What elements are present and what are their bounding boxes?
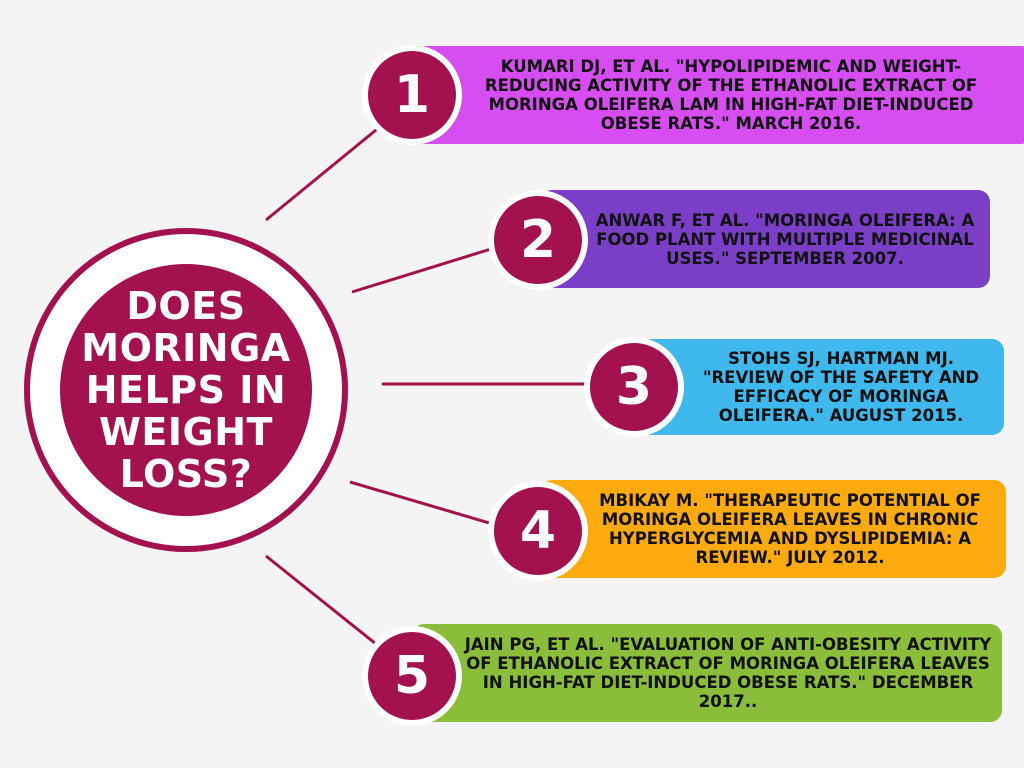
reference-text-4: MBIKAY M. "THERAPEUTIC POTENTIAL OF MORI… (599, 491, 981, 567)
reference-number-4: 4 (519, 501, 557, 561)
reference-bar-2 (540, 190, 990, 288)
reference-number-1: 1 (393, 65, 431, 125)
reference-number-5: 5 (393, 646, 431, 706)
reference-number-badge-3: 3 (584, 337, 684, 437)
reference-text-5: JAIN PG, ET AL. "EVALUATION OF ANTI-OBES… (464, 635, 992, 711)
reference-bar-3 (636, 339, 1004, 435)
reference-bar-1 (412, 46, 1024, 144)
hub-inner-circle (68, 272, 304, 508)
reference-number-2: 2 (519, 210, 557, 270)
reference-text-3: STOHS SJ, HARTMAN MJ. "REVIEW OF THE SAF… (702, 349, 980, 425)
reference-text-2: ANWAR F, ET AL. "MORINGA OLEIFERA: A FOO… (595, 210, 975, 268)
hub-title: DOES MORINGA HELPS IN WEIGHT LOSS? (81, 284, 291, 496)
reference-number-badge-4: 4 (488, 481, 588, 581)
reference-number-badge-1: 1 (362, 45, 462, 145)
reference-number-badge-5: 5 (362, 626, 462, 726)
reference-number-badge-2: 2 (488, 190, 588, 290)
reference-bar-4 (540, 480, 1006, 578)
reference-bar-5 (412, 624, 1002, 722)
reference-text-1: KUMARI DJ, ET AL. "HYPOLIPIDEMIC AND WEI… (484, 57, 978, 133)
reference-number-3: 3 (615, 357, 653, 417)
